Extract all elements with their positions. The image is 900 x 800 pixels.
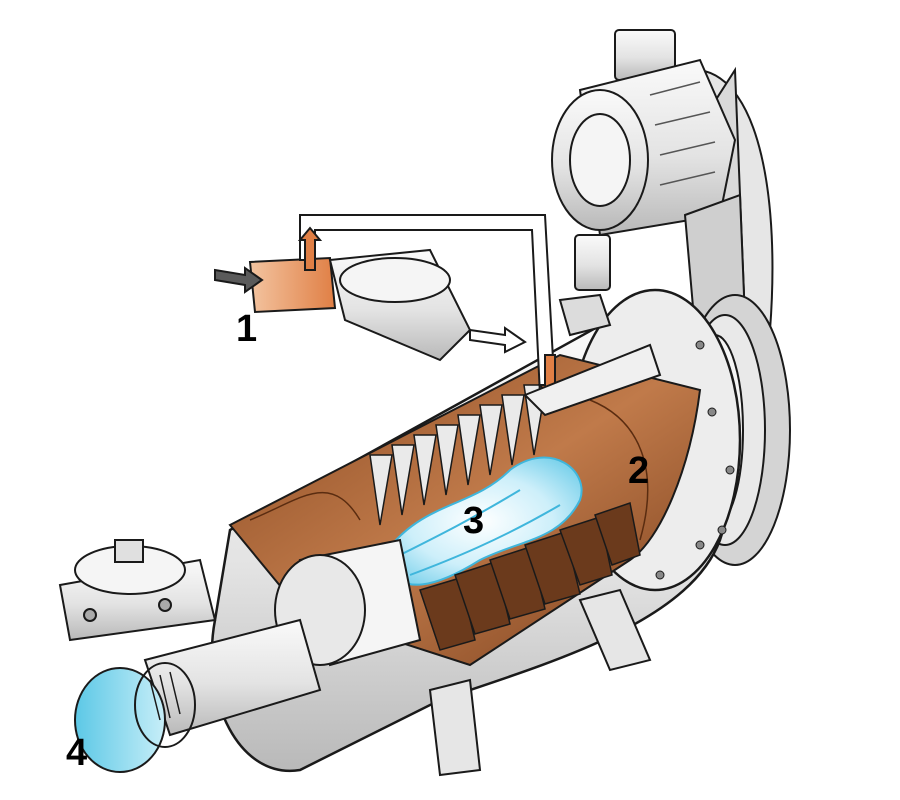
callout-3: 3 (463, 500, 485, 542)
lower-blade-array (419, 502, 641, 651)
outlet-opening (74, 667, 166, 773)
top-fitting (574, 234, 611, 291)
callout-4: 4 (66, 732, 88, 774)
outlet-pipe-assembly (74, 618, 322, 773)
mixing-swirl (378, 456, 583, 586)
inlet-pipe (248, 256, 337, 314)
inlet-arrow (214, 266, 264, 294)
top-baffle (523, 343, 662, 417)
support-legs (428, 588, 652, 777)
up-arrow (297, 226, 323, 271)
inlet-manifold (214, 214, 662, 417)
callout-2: 2 (628, 450, 650, 492)
lower-valve-assembly (58, 539, 217, 642)
callout-1: 1 (236, 308, 258, 350)
flow-arrow (469, 326, 527, 354)
